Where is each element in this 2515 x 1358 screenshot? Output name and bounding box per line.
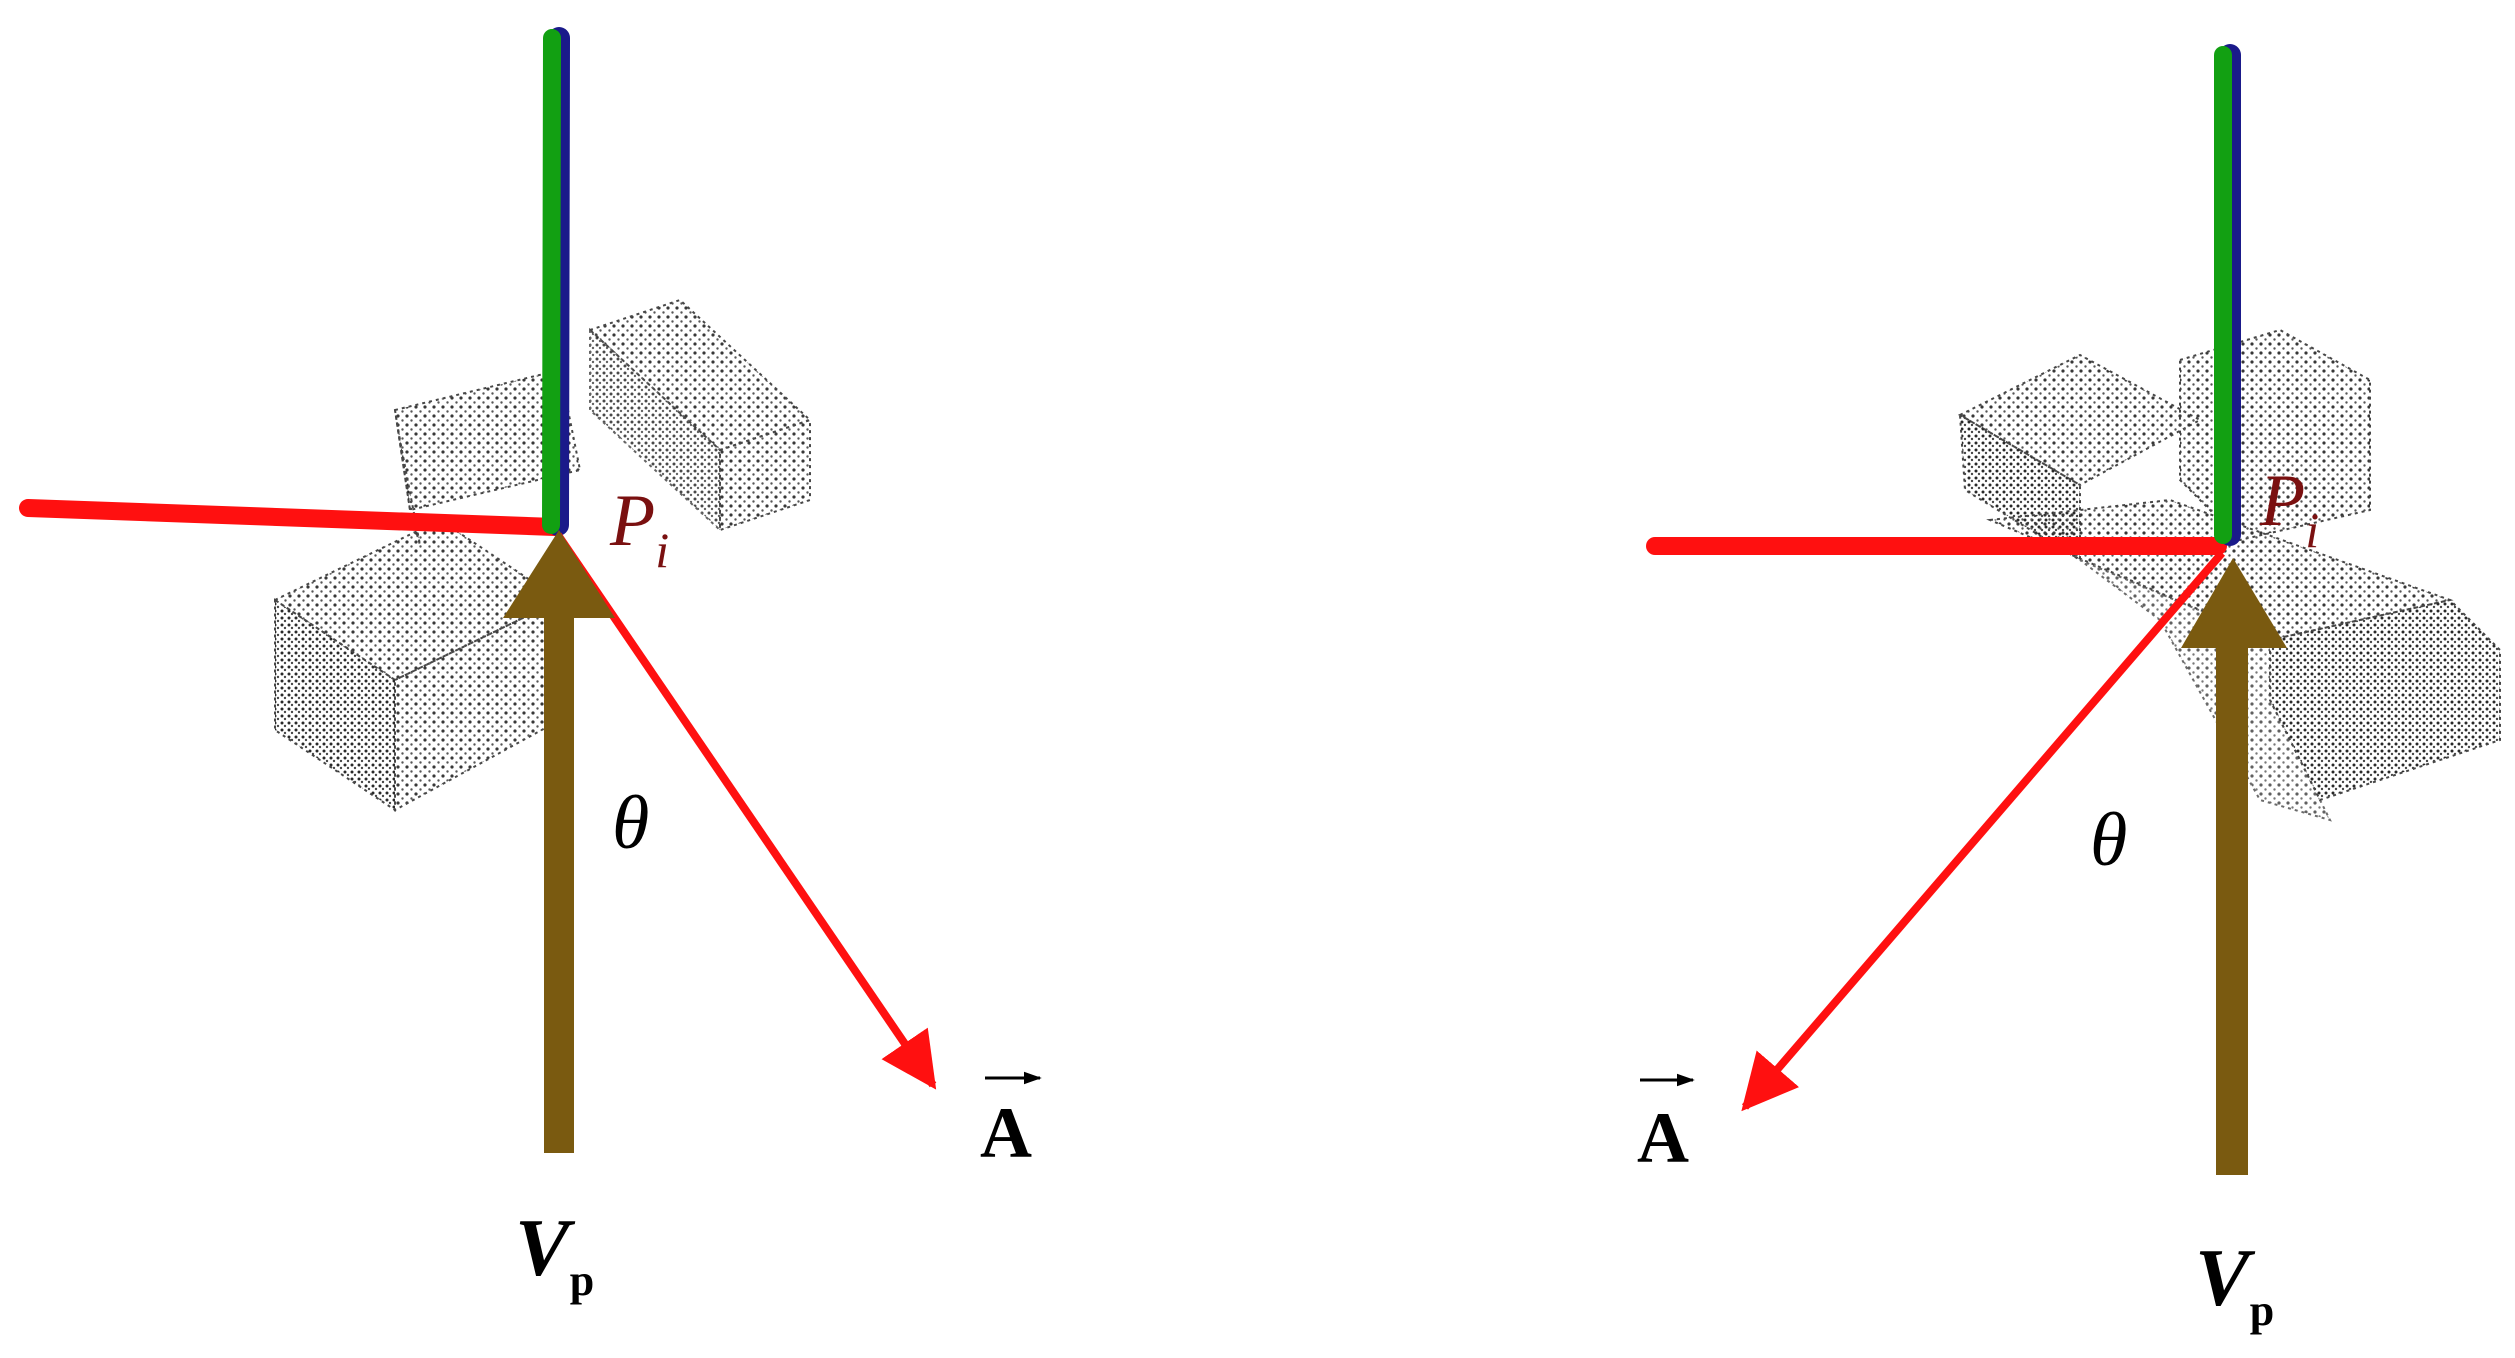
y-axis-green-left [542,29,561,534]
point-label-left: Pi [609,480,669,578]
view-label-right: Vp [2195,1232,2274,1335]
view-label-left: Vp [515,1202,594,1305]
panel-left: Pi θ A Vp [19,27,1042,1305]
view-vector-right [2181,558,2287,1175]
view-vector-left [503,530,615,1153]
x-axis-red-left [19,499,564,536]
vector-a-label-right: A [1637,1073,1695,1178]
point-cloud-left [272,298,812,812]
theta-label-left: θ [612,781,649,865]
vector-a-arrow-left [554,532,937,1090]
svg-text:A: A [1637,1098,1689,1178]
panel-right: Pi θ A Vp [1637,44,2501,1335]
vector-a-label-left: A [980,1071,1042,1173]
theta-label-right: θ [2090,798,2127,882]
svg-text:A: A [980,1093,1032,1173]
vector-a-arrow-right [1741,550,2226,1112]
point-label-right: Pi [2259,460,2319,558]
